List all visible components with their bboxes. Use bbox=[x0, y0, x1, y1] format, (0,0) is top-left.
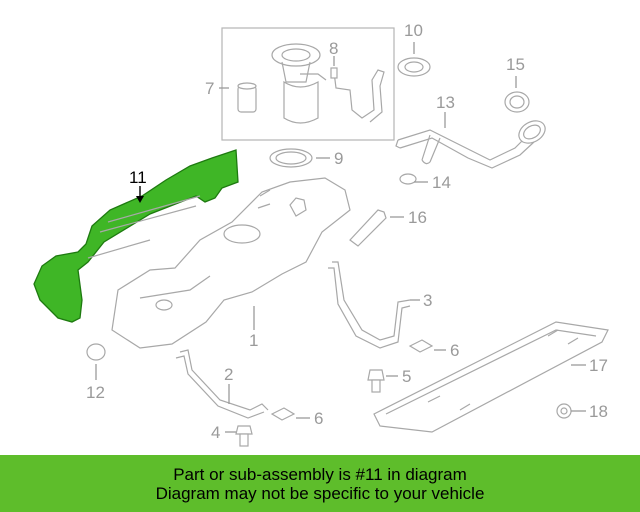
callout-2: 2 bbox=[224, 365, 233, 384]
filler-pipe-part-13[interactable] bbox=[395, 116, 549, 169]
bracket-part-16[interactable] bbox=[349, 209, 387, 247]
clamp-part-14[interactable] bbox=[399, 173, 417, 185]
callout-6-upper: 6 bbox=[450, 341, 459, 360]
fuel-tank-part-1[interactable] bbox=[111, 177, 351, 349]
banner-line-2: Diagram may not be specific to your vehi… bbox=[155, 483, 485, 503]
callout-8: 8 bbox=[329, 39, 338, 58]
callout-4: 4 bbox=[211, 423, 220, 442]
strap-part-3[interactable] bbox=[328, 261, 411, 349]
callout-1: 1 bbox=[249, 331, 258, 350]
callout-6-lower: 6 bbox=[314, 409, 323, 428]
callout-13: 13 bbox=[436, 93, 455, 112]
fuel-level-sender-part-8[interactable] bbox=[330, 67, 385, 123]
callout-11: 11 bbox=[129, 168, 147, 187]
clip-part-6-upper[interactable] bbox=[408, 339, 434, 353]
bolt-part-5[interactable] bbox=[367, 369, 385, 393]
callout-17: 17 bbox=[589, 356, 608, 375]
callout-9: 9 bbox=[334, 149, 343, 168]
seal-part-15[interactable] bbox=[504, 91, 530, 113]
bolt-part-4[interactable] bbox=[235, 425, 253, 447]
info-banner: Part or sub-assembly is #11 in diagram D… bbox=[0, 455, 640, 512]
callout-18: 18 bbox=[589, 402, 608, 421]
heat-shield-part-11[interactable] bbox=[33, 149, 239, 323]
fuel-pump-group-box bbox=[221, 27, 395, 141]
banner-line-1: Part or sub-assembly is #11 in diagram bbox=[173, 464, 467, 484]
callout-5: 5 bbox=[402, 367, 411, 386]
callout-12: 12 bbox=[86, 383, 105, 402]
gasket-part-9[interactable] bbox=[269, 148, 313, 168]
skid-plate-part-17[interactable] bbox=[373, 321, 609, 433]
callout-14: 14 bbox=[432, 173, 451, 192]
callout-10: 10 bbox=[404, 21, 423, 40]
plug-part-12[interactable] bbox=[86, 343, 106, 361]
callout-3: 3 bbox=[423, 291, 432, 310]
callout-7: 7 bbox=[205, 79, 214, 98]
callout-15: 15 bbox=[506, 55, 525, 74]
clip-part-6-lower[interactable] bbox=[270, 407, 296, 421]
fuel-pump-module[interactable] bbox=[271, 43, 327, 124]
lock-ring-part-10[interactable] bbox=[397, 57, 431, 77]
grommet-part-18[interactable] bbox=[556, 403, 572, 419]
leader-lines bbox=[95, 42, 586, 433]
strap-part-2[interactable] bbox=[175, 349, 269, 419]
callout-16: 16 bbox=[408, 208, 427, 227]
parts-diagram: 7 8 9 10 15 13 14 16 3 6 5 17 18 1 2 6 4… bbox=[33, 21, 609, 447]
fuel-filter-part-7[interactable] bbox=[237, 82, 257, 113]
